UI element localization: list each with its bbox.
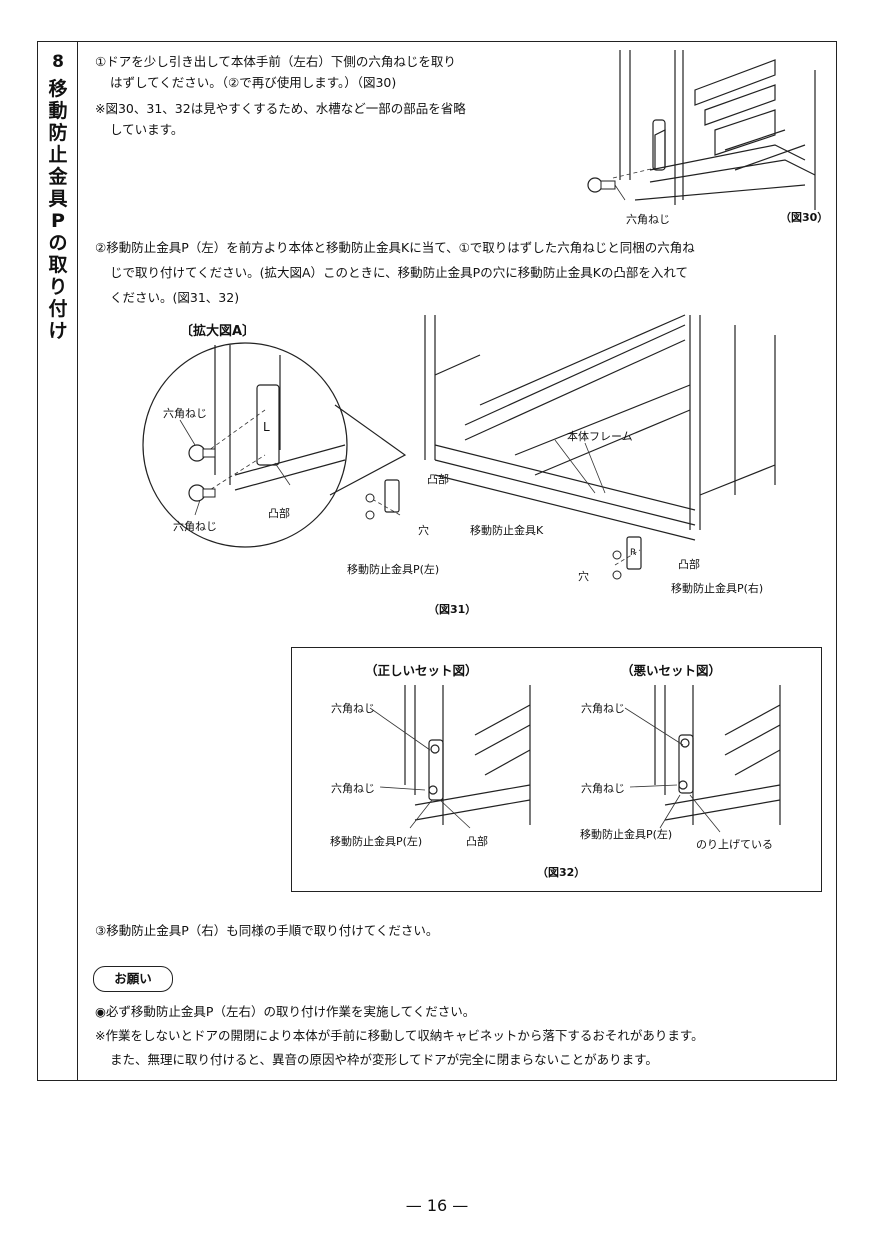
wrong-riding-label: のり上げている (696, 838, 773, 851)
correct-screw-label-2: 六角ねじ (331, 782, 375, 795)
page-number: — 16 — (405, 1196, 469, 1215)
request-item-2: ※作業をしないとドアの開閉により本体が手前に移動して収納キャビネットから落下する… (95, 1028, 704, 1043)
title-char: 金 (48, 166, 68, 188)
hex-screw-icon (612, 570, 622, 580)
main-frame-label: 本体フレーム (567, 430, 633, 443)
correct-set-title: （正しいセット図） (365, 663, 478, 678)
section-sidebar: 8 移 動 防 止 金 具 P の 取 り 付 け (38, 42, 78, 1080)
hex-screw-icon (430, 744, 440, 754)
wrong-screw-label-2: 六角ねじ (581, 782, 625, 795)
wrong-set-title: （悪いセット図） (621, 663, 722, 678)
boss-label-right: 凸部 (678, 558, 700, 571)
title-char: 付 (48, 298, 68, 320)
request-badge: お願い (93, 966, 173, 992)
hex-screw-icon (365, 510, 375, 520)
bracket-p-left-label: 移動防止金具P(左) (347, 563, 440, 576)
hex-screw-icon (188, 444, 216, 462)
title-char: 止 (48, 144, 68, 166)
figure-32-correct-illustration (404, 685, 531, 825)
wrong-p-left-label: 移動防止金具P(左) (580, 828, 673, 841)
figure-31-illustration (142, 314, 776, 580)
enlarge-screw-label-top: 六角ねじ (163, 407, 207, 420)
section-frame: 8 移 動 防 止 金 具 P の 取 り 付 け (37, 41, 837, 1081)
title-char: け (48, 320, 68, 342)
step3-line: ③移動防止金具P（右）も同様の手順で取り付けてください。 (95, 923, 439, 938)
title-char: り (48, 276, 68, 298)
wrong-screw-label-1: 六角ねじ (581, 702, 625, 715)
correct-screw-label-1: 六角ねじ (331, 702, 375, 715)
hole-label-left: 穴 (418, 524, 429, 537)
title-char: 動 (48, 100, 68, 122)
title-char: 取 (48, 254, 68, 276)
hex-screw-icon (678, 780, 688, 790)
enlarge-view-title: 〔拡大図A〕 (180, 324, 256, 339)
boss-label-left: 凸部 (427, 473, 449, 486)
title-char: の (48, 232, 68, 254)
enlarge-boss-label: 凸部 (268, 507, 290, 520)
correct-p-left-label: 移動防止金具P(左) (330, 835, 423, 848)
bracket-letter-l: L (263, 420, 270, 434)
step1-line1: ①ドアを少し引き出して本体手前（左右）下側の六角ねじを取り (95, 54, 456, 69)
title-char: 防 (48, 122, 68, 144)
bracket-p-right-label: 移動防止金具P(右) (671, 582, 764, 595)
bracket-k-label: 移動防止金具K (470, 524, 544, 537)
section-number: 8 (52, 52, 64, 72)
title-char: P (51, 210, 65, 232)
hex-screw-icon (188, 484, 216, 502)
title-char: 具 (48, 188, 68, 210)
step1-note1: ※図30、31、32は見やすくするため、水槽など一部の部品を省略 (95, 101, 466, 116)
hex-screw-icon (428, 785, 438, 795)
request-item-1: ◉必ず移動防止金具P（左右）の取り付け作業を実施してください。 (95, 1004, 476, 1019)
enlarge-screw-label-bottom: 六角ねじ (173, 520, 217, 533)
hex-screw-icon (365, 493, 375, 503)
hex-screw-icon (612, 550, 622, 560)
bracket-letter-r: R (630, 548, 637, 558)
hole-label-right: 穴 (578, 570, 589, 583)
figure-30-illustration (587, 50, 816, 210)
figure-32-box (291, 647, 822, 892)
fig30-caption: （図30） (780, 211, 829, 224)
hex-screw-icon (680, 738, 690, 748)
step2-line1: ②移動防止金具P（左）を前方より本体と移動防止金具Kに当て、①で取りはずした六角… (95, 240, 695, 255)
fig32-caption: （図32） (537, 866, 586, 879)
step2-line2: じで取り付けてください。(拡大図A）このときに、移動防止金具Pの穴に移動防止金具… (110, 265, 689, 280)
fig30-screw-label: 六角ねじ (626, 213, 670, 226)
step1-note2: しています。 (110, 122, 184, 137)
section-title: 移 動 防 止 金 具 P の 取 り 付 け (38, 78, 78, 342)
title-char: 移 (48, 78, 68, 100)
step2-line3: ください。(図31、32) (110, 290, 240, 305)
hex-screw-icon (587, 177, 616, 193)
correct-boss-label: 凸部 (466, 835, 488, 848)
figure-32-wrong-illustration (654, 685, 781, 825)
step1-line2: はずしてください。（②で再び使用します。）（図30) (110, 75, 397, 90)
fig31-caption: （図31） (428, 603, 477, 616)
request-item-3: また、無理に取り付けると、異音の原因や枠が変形してドアが完全に閉まらないことがあ… (110, 1052, 658, 1067)
